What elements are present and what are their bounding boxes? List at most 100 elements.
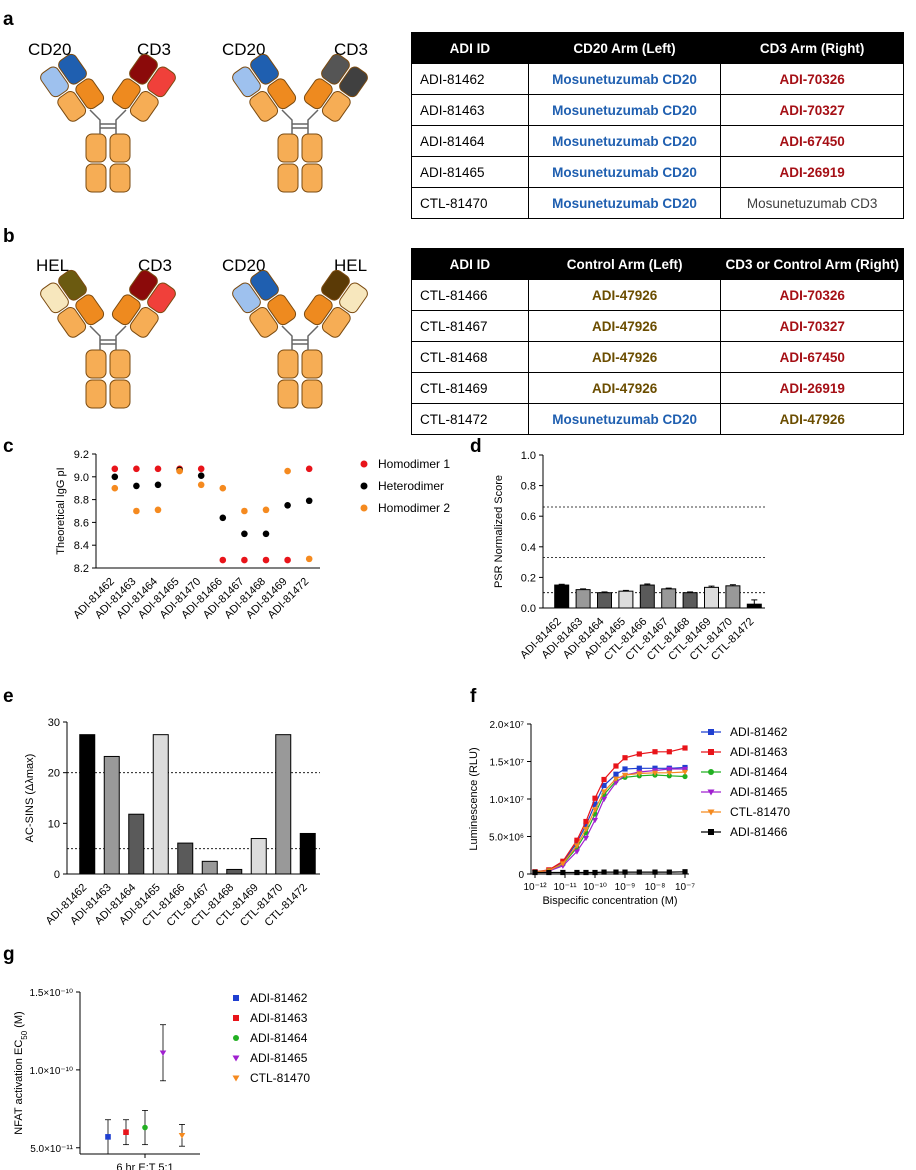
y-tick-label: 0	[54, 869, 60, 881]
data-point	[219, 556, 227, 564]
x-tick-label: 10⁻⁸	[645, 882, 666, 893]
data-point	[636, 751, 642, 757]
antibody-light-chain-variable	[147, 66, 176, 98]
data-point	[708, 729, 714, 735]
antibody-left-arm	[232, 53, 297, 122]
x-axis-label: Bispecific concentration (M)	[542, 895, 677, 907]
legend-label: ADI-81465	[730, 785, 788, 799]
legend-label: Homodimer 2	[378, 501, 450, 515]
antibody-fc-domain	[109, 133, 131, 163]
data-point	[133, 465, 140, 473]
data-point	[284, 556, 291, 564]
antibody-fc-domain	[109, 163, 131, 193]
x-tick-label: 10⁻¹⁰	[583, 882, 607, 893]
legend-label: Heterodimer	[378, 479, 444, 493]
bar	[597, 592, 612, 609]
x-tick-label: 10⁻¹¹	[553, 882, 577, 893]
series-line	[534, 774, 686, 873]
y-tick-label: 30	[48, 717, 60, 729]
data-point	[154, 506, 162, 514]
legend-marker	[360, 504, 368, 512]
x-tick-label: 6 hr E:T 5:1	[116, 1162, 173, 1170]
data-point	[241, 530, 248, 538]
data-point	[111, 473, 119, 481]
data-point	[154, 465, 162, 473]
antibody-light-chain-variable	[40, 66, 69, 98]
bar	[177, 842, 194, 875]
table-b-cell: Mosunetuzumab CD20	[527, 403, 722, 435]
data-point	[583, 818, 589, 825]
data-point	[574, 869, 580, 876]
antibody-light-chain-constant	[249, 91, 279, 122]
data-point	[612, 780, 620, 786]
antibody-heavy-chain-variable	[58, 269, 87, 301]
data-point	[583, 822, 589, 828]
y-tick-label: 10	[48, 818, 60, 830]
x-tick-label: 10⁻¹²	[523, 882, 547, 893]
table-a-cell: ADI-81464	[411, 125, 529, 157]
data-point	[284, 467, 291, 475]
antibody-light-chain-variable	[147, 282, 176, 314]
legend-label: ADI-81466	[730, 825, 788, 839]
y-tick-label: 5.0×10⁶	[489, 833, 524, 844]
data-point	[682, 773, 688, 780]
data-point	[708, 749, 714, 755]
data-point	[105, 1134, 111, 1140]
table-b-cell: CTL-81468	[411, 341, 529, 373]
data-point	[305, 465, 313, 473]
data-point	[111, 465, 119, 473]
antibody-left-arm	[232, 269, 297, 338]
antibody-heavy-chain-variable	[250, 53, 279, 85]
y-tick-label: 0.6	[521, 511, 536, 523]
data-point	[305, 497, 313, 505]
data-point	[682, 745, 688, 751]
data-point	[159, 1050, 167, 1057]
data-point	[154, 481, 162, 489]
data-point	[197, 465, 205, 473]
table-a-header-1: CD20 Arm (Left)	[527, 32, 722, 64]
antibody-heavy-chain-constant	[111, 294, 141, 326]
antibody-right-arm	[303, 53, 368, 122]
antibody-a1	[40, 53, 176, 193]
data-point	[708, 769, 714, 775]
y-tick-label: 2.0×10⁷	[490, 720, 525, 731]
bar	[226, 868, 243, 875]
data-point	[233, 1035, 239, 1041]
table-b-cell: CTL-81469	[411, 372, 529, 404]
legend-label: CTL-81470	[250, 1071, 310, 1085]
data-point	[583, 869, 589, 876]
table-a-header-0: ADI ID	[411, 32, 529, 64]
y-axis-label: NFAT activation EC50 (M)	[13, 1011, 29, 1134]
bar	[275, 734, 292, 875]
antibody-heavy-chain-constant	[303, 294, 333, 326]
antibody-fc-domain	[109, 379, 131, 409]
antibody-b2	[232, 269, 368, 409]
data-point	[582, 826, 590, 833]
data-point	[574, 837, 580, 843]
antibody-heavy-chain-variable	[129, 269, 158, 301]
table-b-cell: ADI-47926	[720, 403, 904, 435]
bar	[575, 589, 591, 609]
data-point	[666, 749, 672, 755]
data-point	[601, 782, 607, 789]
table-b-cell: ADI-47926	[527, 341, 722, 373]
antibody-fc-domain	[85, 133, 107, 163]
table-a-cell: Mosunetuzumab CD20	[527, 63, 722, 95]
antibody-light-chain-variable	[339, 66, 368, 98]
data-point	[111, 484, 119, 492]
panel-label-b: b	[3, 226, 15, 247]
legend-label: ADI-81462	[730, 725, 788, 739]
antibody-light-chain-constant	[321, 91, 351, 122]
data-point	[232, 1055, 240, 1062]
legend-label: Homodimer 1	[378, 457, 450, 471]
data-point	[613, 771, 619, 777]
